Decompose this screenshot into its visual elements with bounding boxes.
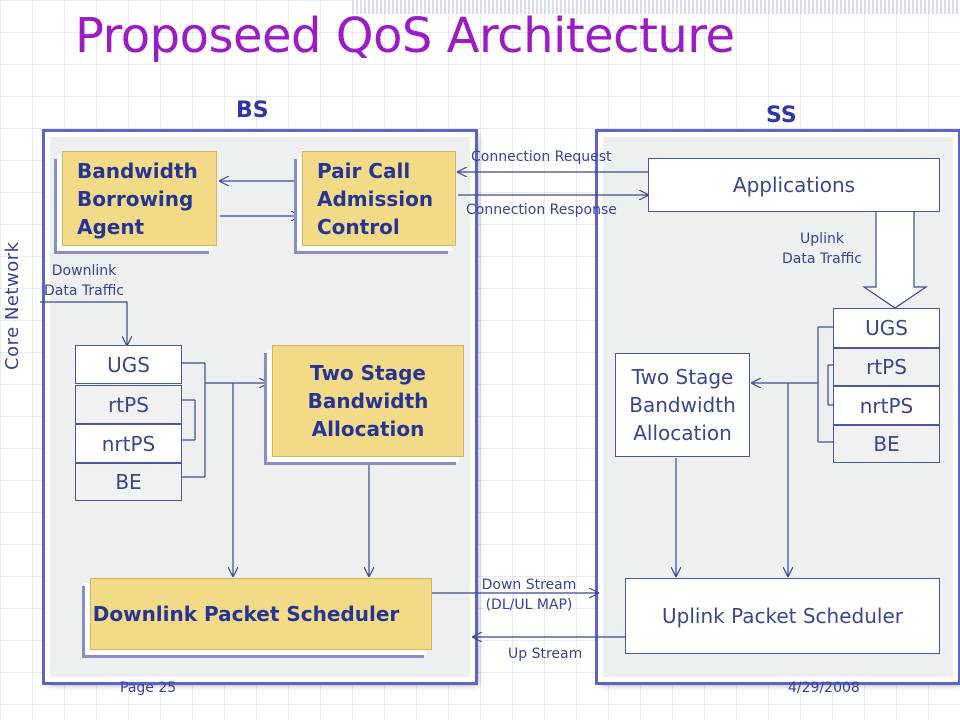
footer-date: 4/29/2008: [788, 680, 860, 696]
bs-queue-rtps: rtPS: [75, 385, 182, 424]
down-stream-line2: (DL/UL MAP): [485, 597, 573, 613]
bandwidth-borrowing-agent-text: Bandwidth Borrowing Agent: [77, 158, 198, 239]
bs-two-stage-allocation-box: Two Stage Bandwidth Allocation: [272, 345, 464, 457]
bs-queue-nrtps: nrtPS: [75, 424, 182, 463]
core-network-label: Core Network: [2, 241, 23, 370]
downlink-traffic-line1: Downlink: [51, 263, 117, 279]
bs-queue-ugs: UGS: [75, 345, 182, 384]
ss-queue-ugs: UGS: [833, 308, 940, 348]
uplink-traffic-line1: Uplink: [800, 231, 844, 247]
applications-text: Applications: [732, 173, 856, 197]
uplink-packet-scheduler-text: Uplink Packet Scheduler: [662, 604, 903, 628]
bs-queue-be: BE: [75, 463, 182, 501]
bs-two-stage-allocation-text: Two Stage Bandwidth Allocation: [307, 361, 429, 441]
ss-queue-rtps: rtPS: [833, 348, 940, 386]
down-stream-label: Down Stream (DL/UL MAP): [464, 575, 594, 615]
ss-label: SS: [766, 103, 797, 128]
downlink-packet-scheduler-text: Downlink Packet Scheduler: [92, 602, 400, 626]
bandwidth-borrowing-agent-box: Bandwidth Borrowing Agent: [62, 151, 217, 246]
downlink-traffic-label: Downlink Data Traffic: [34, 261, 134, 301]
connection-request-label: Connection Request: [471, 149, 612, 165]
uplink-traffic-line2: Data Traffic: [782, 251, 862, 267]
ss-queue-be: BE: [833, 425, 940, 463]
ss-two-stage-allocation-box: Two Stage Bandwidth Allocation: [615, 353, 750, 457]
pair-call-admission-control-box: Pair Call Admission Control: [302, 151, 456, 246]
uplink-traffic-label: Uplink Data Traffic: [772, 229, 872, 269]
page-number: Page 25: [120, 680, 177, 696]
uplink-packet-scheduler-box: Uplink Packet Scheduler: [625, 578, 940, 654]
downlink-traffic-line2: Data Traffic: [44, 283, 124, 299]
downlink-packet-scheduler-box: Downlink Packet Scheduler: [90, 578, 432, 650]
pair-call-admission-control-text: Pair Call Admission Control: [317, 158, 434, 239]
bs-label: BS: [236, 98, 269, 123]
slide-title: Proposeed QoS Architecture: [75, 8, 735, 64]
down-stream-line1: Down Stream: [481, 577, 577, 593]
decorative-band: [352, 0, 960, 14]
ss-two-stage-allocation-text: Two Stage Bandwidth Allocation: [629, 365, 736, 445]
connection-response-label: Connection Response: [466, 202, 617, 218]
up-stream-label: Up Stream: [508, 646, 583, 662]
ss-queue-nrtps: nrtPS: [833, 386, 940, 425]
applications-box: Applications: [648, 158, 940, 212]
